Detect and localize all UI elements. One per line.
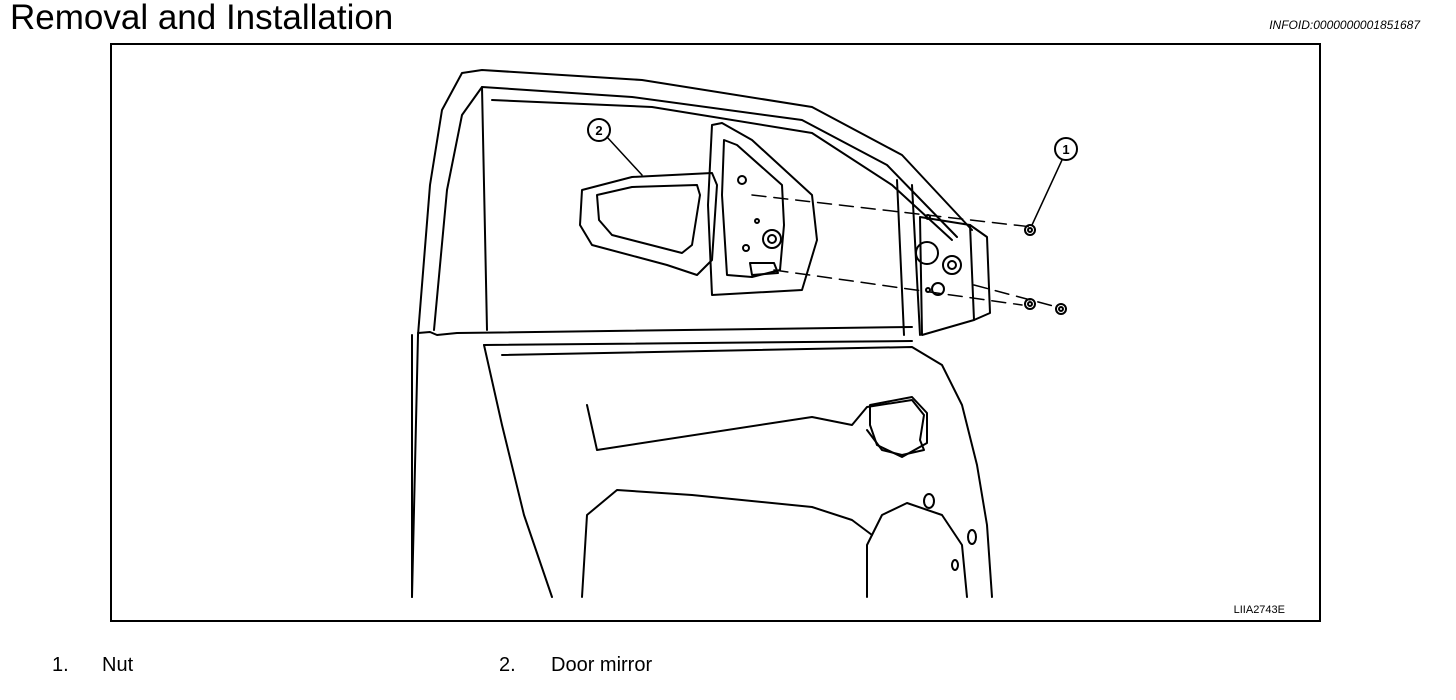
legend-number-1: 1. — [52, 654, 69, 676]
door-mirror-illustration: 1 2 — [411, 69, 1078, 598]
legend-label-nut: Nut — [102, 654, 134, 676]
callout-2: 2 — [595, 123, 602, 138]
legend-label-door-mirror: Door mirror — [551, 654, 653, 676]
figure-id: LIIA2743E — [1233, 604, 1285, 616]
page-title: Removal and Installation — [10, 0, 394, 37]
legend-number-2: 2. — [499, 654, 516, 676]
info-id: INFOID:0000000001851687 — [1269, 18, 1420, 32]
legend: 1. Nut 2. Door mirror — [0, 654, 1456, 684]
illustration-frame: 1 2 LIIA2743E — [110, 43, 1321, 622]
callout-1: 1 — [1062, 142, 1069, 157]
